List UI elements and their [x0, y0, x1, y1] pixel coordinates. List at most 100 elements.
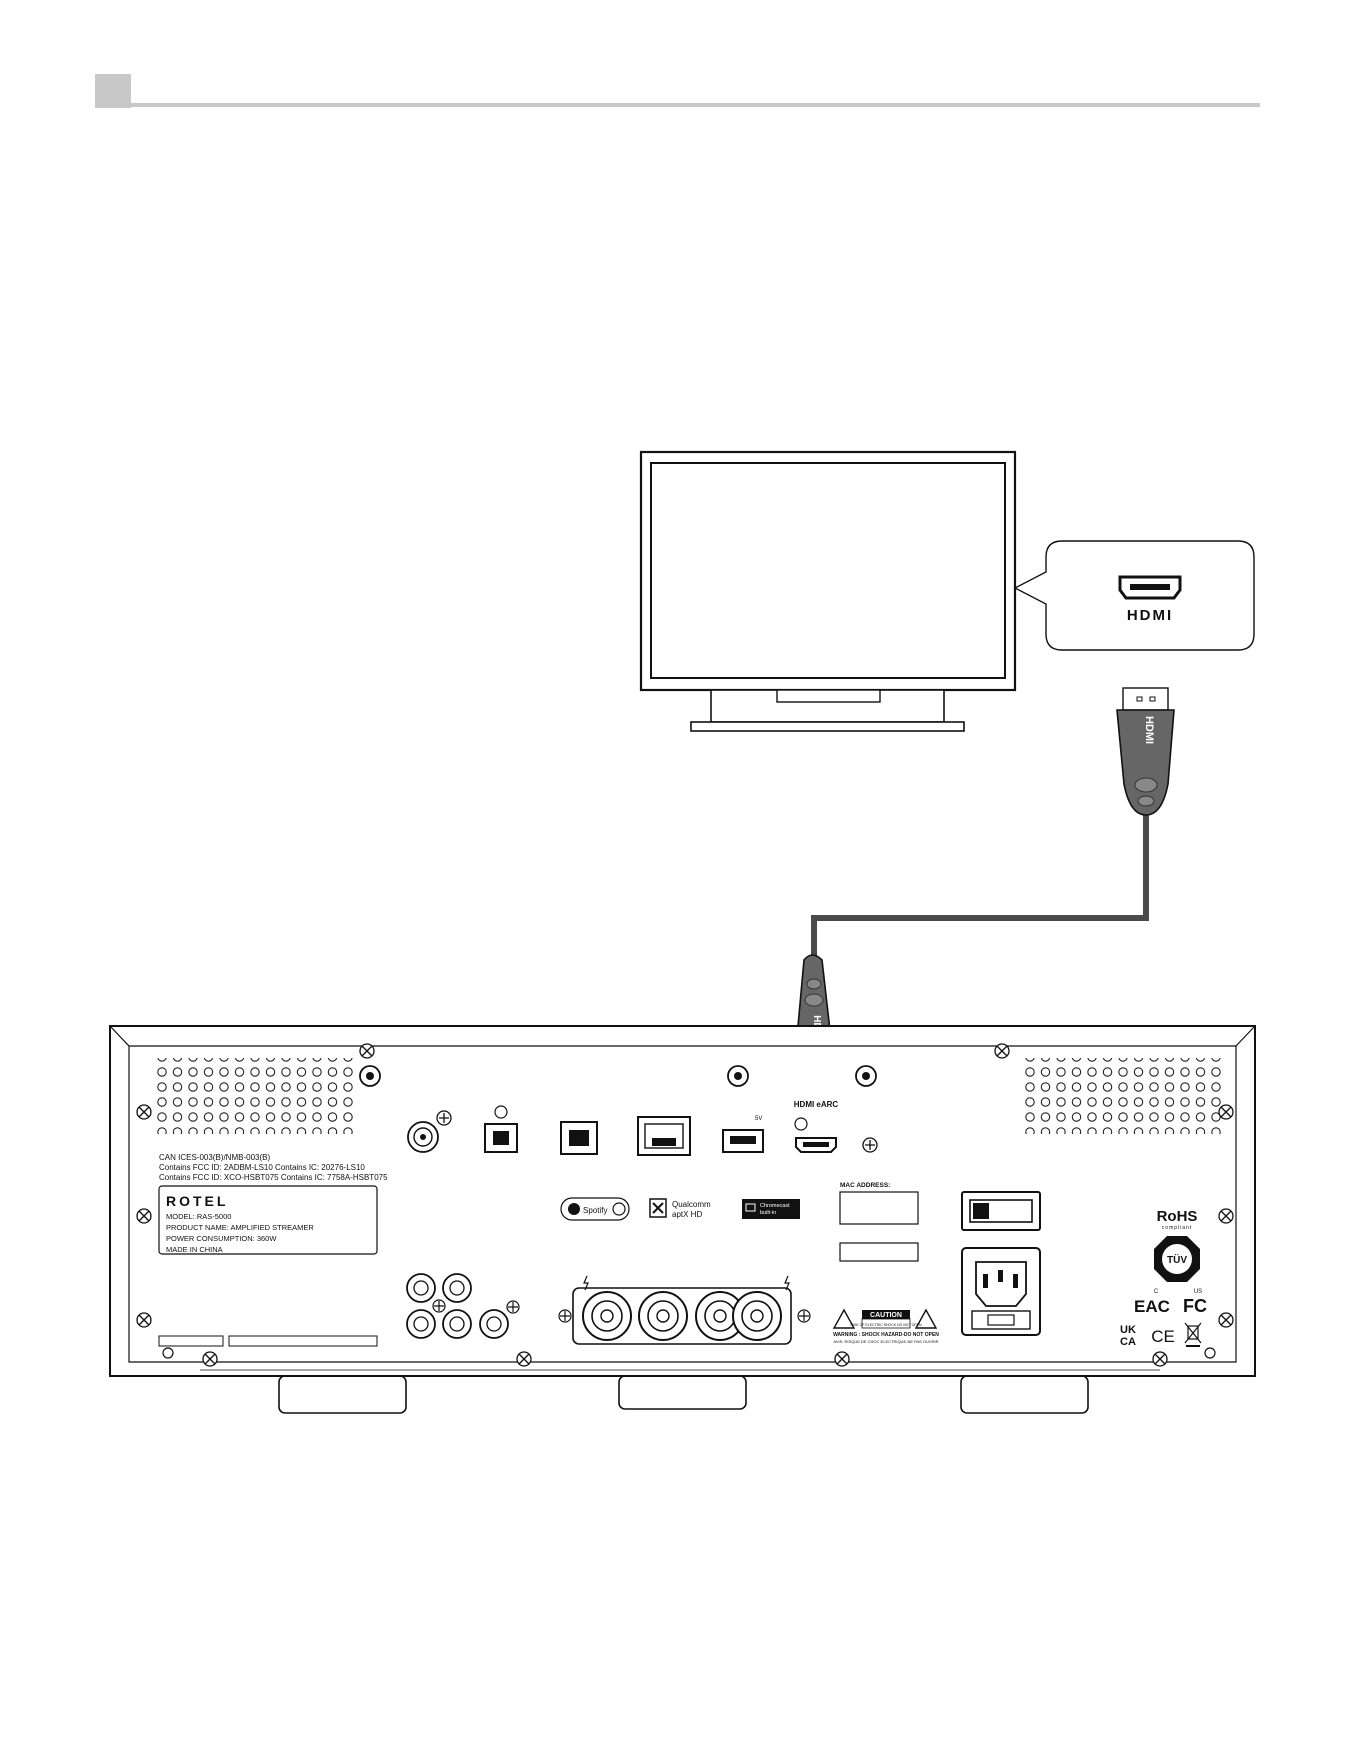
screw — [1218, 1312, 1234, 1328]
rohs-sub-text: compliant — [1162, 1225, 1192, 1231]
ground-terminal — [432, 1299, 446, 1313]
rating-origin: MADE IN CHINA — [166, 1245, 223, 1254]
rubber-bump-right — [1204, 1347, 1216, 1359]
coax-input-jack — [407, 1121, 439, 1153]
tv-hdmi-callout: HDMI — [1013, 540, 1255, 651]
screw — [136, 1104, 152, 1120]
rating-product: PRODUCT NAME: AMPLIFIED STREAMER — [166, 1223, 314, 1232]
vent-grid-right — [1021, 1058, 1222, 1134]
foot-right — [960, 1375, 1089, 1414]
tuv-logo: TÜV C US — [1154, 1236, 1202, 1295]
caution-label: CAUTION RISK OF ELECTRIC SHOCK DO NOT OP… — [832, 1308, 939, 1344]
serial-box — [839, 1242, 919, 1262]
usb-a-port — [722, 1129, 764, 1153]
rating-brand: ROTEL — [166, 1193, 228, 1209]
caution-sub: RISK OF ELECTRIC SHOCK DO NOT OPEN — [850, 1323, 922, 1327]
caution-title: CAUTION — [870, 1312, 902, 1319]
screw — [994, 1043, 1010, 1059]
rca-jack — [406, 1273, 436, 1303]
compliance-line-2: Contains FCC ID: 2ADBM-LS10 Contains IC:… — [159, 1163, 365, 1172]
screw — [1218, 1104, 1234, 1120]
ground-terminal — [436, 1110, 452, 1126]
rca-jack — [479, 1309, 509, 1339]
serial-strip-1 — [158, 1335, 224, 1347]
antenna-connector-center — [727, 1065, 749, 1087]
tuv-c-text: C — [1154, 1289, 1159, 1295]
chromecast-logo: Chromecast built-in — [742, 1199, 800, 1219]
spotify-logo: Spotify — [560, 1197, 630, 1221]
usb-voltage-label: 5V — [755, 1116, 762, 1122]
compliance-line-3: Contains FCC ID: XCO-HSBT075 Contains IC… — [159, 1173, 388, 1182]
hdmi-earc-port — [794, 1117, 837, 1153]
spotify-text: Spotify — [583, 1206, 607, 1215]
qualcomm-text: Qualcomm — [672, 1200, 711, 1209]
ground-terminal — [797, 1309, 811, 1323]
screw — [136, 1208, 152, 1224]
ce-logo: CE — [1151, 1327, 1175, 1346]
section-header-rule — [131, 103, 1260, 107]
ground-terminal — [506, 1300, 520, 1314]
ground-screw — [862, 1137, 878, 1153]
section-header-bar — [95, 74, 1260, 108]
rubber-bump-left — [162, 1347, 174, 1359]
speaker-binding-post — [638, 1291, 688, 1341]
hdmi-port-icon — [1118, 575, 1182, 600]
tuv-us-text: US — [1194, 1289, 1202, 1295]
screw — [1152, 1351, 1168, 1367]
screw — [1218, 1208, 1234, 1224]
screw — [136, 1312, 152, 1328]
caution-warning-en: WARNING : SHOCK HAZARD-DO NOT OPEN — [833, 1332, 939, 1338]
ground-terminal — [558, 1309, 572, 1323]
screw — [516, 1351, 532, 1367]
ethernet-port — [637, 1116, 691, 1156]
warning-triangle-icon-2 — [914, 1308, 938, 1329]
fc-logo: FC — [1183, 1296, 1207, 1316]
ukca-logo-bottom: CA — [1120, 1336, 1136, 1348]
rohs-logo: RoHS compliant — [1157, 1208, 1198, 1231]
mac-address-label: MAC ADDRESS: — [840, 1182, 890, 1189]
screw — [202, 1351, 218, 1367]
streamer-rear-panel: 5V HDMI eARC CAN ICES-003(B)/NMB-003(B) … — [109, 1025, 1256, 1414]
optical-input-port — [484, 1105, 518, 1153]
screw — [359, 1043, 375, 1059]
antenna-connector-left — [359, 1065, 381, 1087]
ukca-logo-top: UK — [1120, 1324, 1136, 1336]
screws — [136, 1043, 1234, 1367]
usb-b-port — [560, 1121, 598, 1155]
power-switch — [961, 1191, 1041, 1231]
chromecast-sub-text: built-in — [760, 1210, 776, 1216]
compliance-line-1: CAN ICES-003(B)/NMB-003(B) — [159, 1153, 270, 1162]
rating-label: ROTEL MODEL: RAS-5000 PRODUCT NAME: AMPL… — [158, 1185, 378, 1255]
antenna-connector-right — [855, 1065, 877, 1087]
rohs-text: RoHS — [1157, 1208, 1198, 1225]
speaker-binding-post — [582, 1291, 632, 1341]
hdmi-cable: HDMI HDMI — [795, 687, 1175, 1069]
qualcomm-aptx-logo: Qualcomm aptX HD — [649, 1198, 711, 1219]
caution-warning-fr: AVIS: RISQUE DE CHOC ELECTRIQUE-NE PAS O… — [834, 1339, 939, 1344]
chromecast-text: Chromecast — [760, 1203, 790, 1209]
hazard-bolt-left — [583, 1275, 589, 1291]
tv-stand-base — [690, 721, 965, 732]
ac-power-inlet — [961, 1247, 1041, 1336]
vent-grid-left — [157, 1058, 358, 1134]
rca-jack — [442, 1309, 472, 1339]
rating-power: POWER CONSUMPTION: 360W — [166, 1234, 277, 1243]
foot-left — [278, 1375, 407, 1414]
analog-jacks — [406, 1273, 520, 1339]
foot-center — [618, 1375, 747, 1410]
aptx-text: aptX HD — [672, 1210, 702, 1219]
hdmi-plug-print: HDMI — [1143, 716, 1155, 744]
tv-screen — [650, 462, 1006, 679]
rca-jack — [406, 1309, 436, 1339]
tv-stand-notch — [776, 689, 881, 703]
tuv-text: TÜV — [1167, 1253, 1187, 1266]
serial-strip-2 — [228, 1335, 378, 1347]
eac-logo: EAC — [1134, 1297, 1170, 1316]
speaker-terminals — [558, 1275, 811, 1345]
rca-jack — [442, 1273, 472, 1303]
hdmi-plug-tv: HDMI — [1116, 687, 1175, 816]
hdmi-earc-label: HDMI eARC — [794, 1100, 839, 1109]
chassis-inner — [128, 1045, 1237, 1363]
rating-model: MODEL: RAS-5000 — [166, 1212, 231, 1221]
